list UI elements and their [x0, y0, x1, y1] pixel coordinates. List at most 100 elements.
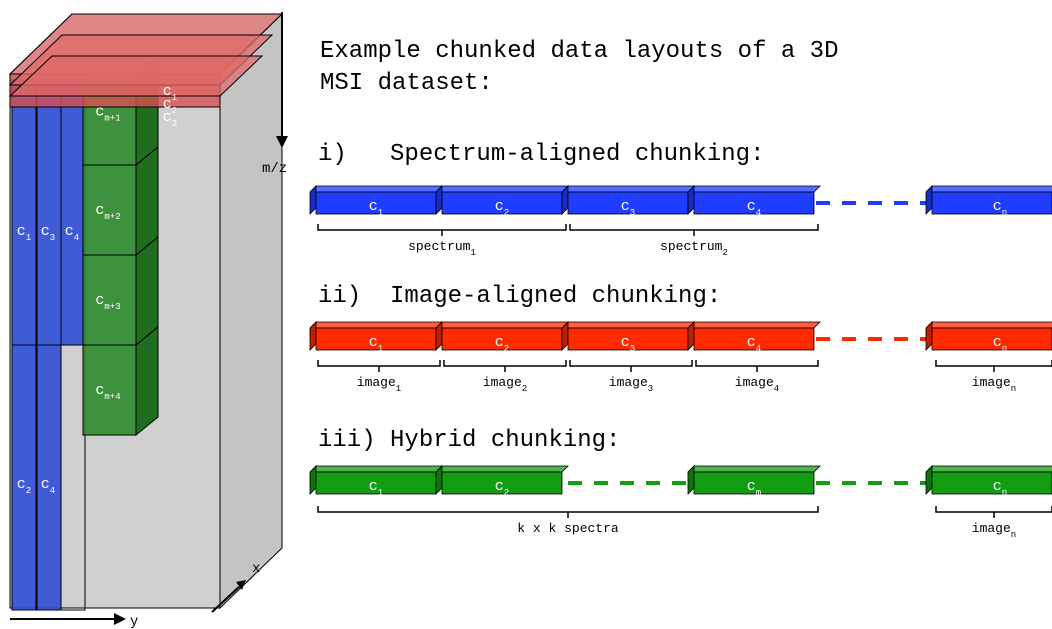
section-2-chunk-last-label: cn [993, 334, 1007, 354]
section-1-chunk-1 [309, 185, 443, 215]
section-3-chunk-last-label-subscript: n [1002, 488, 1007, 498]
section-heading-1: i) Spectrum-aligned chunking: [318, 141, 764, 168]
section-1-chunk-last-label-subscript: n [1002, 208, 1007, 218]
slab-label-1: c1 [163, 83, 177, 103]
green-block-label-1-subscript: m+1 [104, 114, 120, 124]
green-block-label-1-base: c [95, 104, 104, 121]
section-3-chunk-3-side-face [687, 465, 695, 495]
section-1-chunk-1-side-face [309, 185, 317, 215]
section-1-chunk-2 [435, 185, 569, 215]
mz-axis-arrowhead [276, 136, 288, 148]
section-1-chunk-4-top-face [687, 185, 821, 193]
section-1-chunk-label-4-subscript: 4 [756, 208, 761, 218]
section-1-chunk-2-top-face [435, 185, 569, 193]
section-2-brace-last-label: imagen [972, 375, 1016, 394]
blue-top-label-2-subscript: 3 [50, 233, 55, 243]
section-2-brace-2 [443, 360, 567, 372]
green-block-side-3 [135, 235, 159, 347]
section-3-chunk-1-top-face [309, 465, 443, 473]
green-block-label-2: cm+2 [95, 202, 120, 222]
blue-top-label-2-base: c [41, 223, 50, 240]
green-block-side-4 [135, 325, 159, 437]
slab-label-3: c3 [163, 109, 177, 129]
section-2-brace-label-1-base: image [357, 375, 396, 390]
green-block-label-4-subscript: m+4 [104, 392, 120, 402]
blue-column-bottom-2 [36, 344, 62, 611]
section-1-brace-label-2-base: spectrum [660, 239, 723, 254]
section-2-chunk-1 [309, 321, 443, 351]
cube-side-face [219, 12, 283, 610]
green-block-2 [82, 164, 137, 256]
x-axis-arrow [211, 585, 241, 613]
section-3-chunk-label-3-subscript: m [756, 488, 761, 498]
section-1-chunk-last-label-base: c [993, 198, 1002, 215]
section-3-brace-last-label-subscript: n [1011, 530, 1016, 540]
diagram-title: Example chunked data layouts of a 3D MSI… [320, 38, 838, 97]
slab-label-1-base: c [163, 83, 172, 100]
section-2-brace-label-1: image1 [357, 375, 401, 394]
section-1-brace-label-1: spectrum1 [408, 239, 476, 258]
section-1-chunk-label-1-subscript: 1 [378, 208, 383, 218]
section-3-chunk-label-2: c2 [495, 478, 509, 498]
section-2-brace-label-2-subscript: 2 [522, 384, 527, 394]
section-2-chunk-last-label-subscript: n [1002, 344, 1007, 354]
blue-top-label-3: c4 [65, 223, 79, 243]
section-heading-2: ii) Image-aligned chunking: [318, 283, 721, 310]
section-1-chunk-3-top-face [561, 185, 695, 193]
y-axis-label: y [130, 614, 138, 629]
blue-bottom-label-2-base: c [41, 476, 50, 493]
section-3-chunk-label-1-base: c [369, 478, 378, 495]
section-2-brace-label-4-base: image [735, 375, 774, 390]
section-2-chunk-1-top-face [309, 321, 443, 329]
section-3-chunk-2-top-face [435, 465, 569, 473]
section-1-chunk-label-4-base: c [747, 198, 756, 215]
section-3-chunk-label-1: c1 [369, 478, 383, 498]
section-3-chunk-last-side-face [925, 465, 933, 495]
section-1-chunk-1-top-face [309, 185, 443, 193]
section-3-brace-last-label: imagen [972, 521, 1016, 540]
section-2-chunk-last-top-face [925, 321, 1052, 329]
blue-column-top-3 [60, 79, 86, 346]
section-heading-3: iii) Hybrid chunking: [318, 427, 620, 454]
blue-top-label-1: c1 [17, 223, 31, 243]
section-2-brace-label-4: image4 [735, 375, 779, 394]
x-axis-arrowhead [236, 580, 246, 590]
blue-top-label-3-base: c [65, 223, 74, 240]
blue-bottom-label-1-base: c [17, 476, 26, 493]
section-3-chunk-2 [435, 465, 569, 495]
section-2-chunk-1-side-face [309, 321, 317, 351]
section-3-chunk-last-label: cn [993, 478, 1007, 498]
section-2-chunk-label-3-subscript: 3 [630, 344, 635, 354]
section-3-chunk-label-1-subscript: 1 [378, 488, 383, 498]
section-1-chunk-label-4: c4 [747, 198, 761, 218]
section-2-brace-last-label-base: image [972, 375, 1011, 390]
section-1-chunk-label-1-base: c [369, 198, 378, 215]
section-2-chunk-2-top-face [435, 321, 569, 329]
blue-bottom-label-1-subscript: 2 [26, 486, 31, 496]
section-2-chunk-last-label-base: c [993, 334, 1002, 351]
section-3-chunk-3 [687, 465, 821, 495]
section-3-chunk-label-2-base: c [495, 478, 504, 495]
section-2-chunk-label-4-base: c [747, 334, 756, 351]
green-block-3 [82, 254, 137, 346]
section-3-chunk-label-3: cm [747, 478, 761, 498]
section-3-brace-last [935, 506, 1052, 518]
section-2-brace-label-2-base: image [483, 375, 522, 390]
green-block-label-2-base: c [95, 202, 104, 219]
section-2-brace-last-label-subscript: n [1011, 384, 1016, 394]
section-1-brace-label-1-base: spectrum [408, 239, 471, 254]
section-2: ii) Image-aligned chunking: c1 c 2 c 3 c4 cn ima… [309, 283, 1052, 394]
green-block-label-3: cm+3 [95, 292, 120, 312]
section-3-chunk-3-top-face [687, 465, 821, 473]
section-2-chunk-label-1: c1 [369, 334, 383, 354]
green-block-label-4: cm+4 [95, 382, 120, 402]
red-slab-front-3 [9, 95, 221, 108]
section-2-chunk-4-front-face [693, 327, 815, 351]
section-2-chunk-label-4: c4 [747, 334, 761, 354]
blue-bottom-label-1: c2 [17, 476, 31, 496]
section-2-brace-label-2: image2 [483, 375, 527, 394]
section-3-brace-last-label-base: image [972, 521, 1011, 536]
section-1-brace-2 [569, 224, 819, 236]
blue-bottom-label-2-subscript: 4 [50, 486, 55, 496]
blue-top-label-3-subscript: 4 [74, 233, 79, 243]
